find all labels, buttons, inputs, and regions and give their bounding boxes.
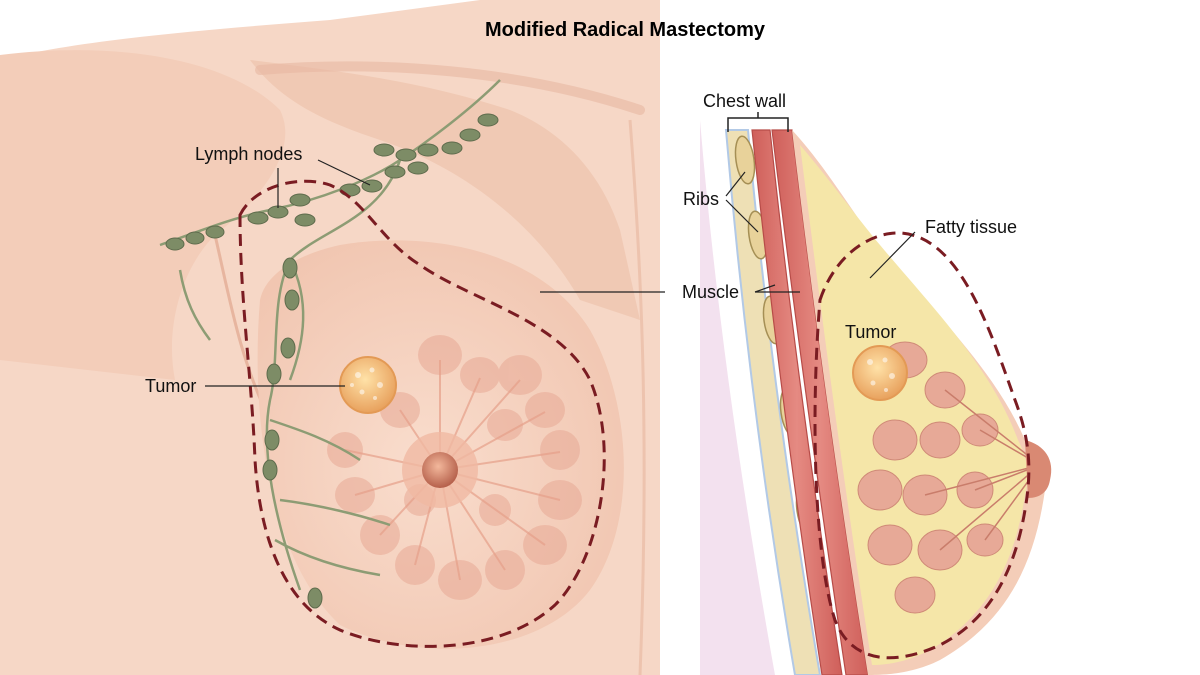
- ribs-label: Ribs: [683, 189, 719, 209]
- pleura-tissue: [700, 120, 775, 675]
- diagram-title: Modified Radical Mastectomy: [485, 19, 766, 41]
- sternum-edge: [628, 119, 646, 675]
- side-view: Chest wall Ribs Muscle Fatty tissue Tumo…: [665, 0, 1200, 675]
- leader-lines-front: [205, 159, 675, 387]
- tumor-side-label: Tumor: [845, 322, 896, 342]
- clavicle-line: [255, 61, 645, 115]
- front-view: Lymph nodes Tumor: [0, 0, 675, 675]
- excision-outline-side: [813, 231, 1031, 660]
- rib-band: [724, 129, 822, 675]
- tumor-front-label: Tumor: [145, 376, 196, 396]
- shoulder-shading: [250, 60, 640, 320]
- tumor-front: [339, 356, 397, 414]
- fatty-tissue-label: Fatty tissue: [925, 217, 1017, 237]
- nipple-side: [1025, 440, 1052, 498]
- upper-arm: [0, 50, 286, 381]
- chest-wall-label: Chest wall: [703, 91, 786, 111]
- tumor-side: [852, 345, 908, 401]
- tumor-side-texture: [867, 357, 895, 392]
- lymph-nodes-label: Lymph nodes: [195, 144, 302, 164]
- muscle-label: Muscle: [682, 282, 739, 302]
- leader-lines-side: [725, 171, 916, 293]
- excision-outline-front: [238, 179, 606, 648]
- tumor-front-texture: [350, 367, 383, 400]
- nipple: [422, 452, 458, 488]
- breast-lobules-front: [327, 335, 582, 600]
